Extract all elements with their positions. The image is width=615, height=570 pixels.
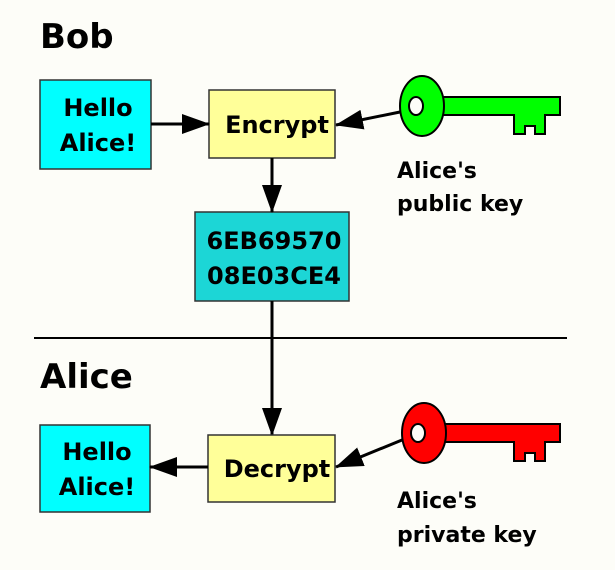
alice-plaintext-box: Hello Alice!: [39, 424, 151, 513]
decrypt-label: Decrypt: [224, 455, 331, 483]
plaintext-line: Hello: [62, 438, 131, 466]
public-key-label: Alice's: [397, 159, 477, 184]
ciphertext-line: 08E03CE4: [207, 262, 341, 290]
arrow-privatekey-to-decrypt: [335, 438, 403, 469]
plaintext-box-bg: [39, 424, 151, 513]
plaintext-box-bg: [39, 79, 152, 170]
encrypt-box: Encrypt: [208, 89, 336, 159]
ciphertext-line: 6EB69570: [207, 227, 342, 255]
plaintext-line: Hello: [63, 94, 132, 122]
private-key-icon: [401, 402, 561, 464]
encrypt-label: Encrypt: [225, 111, 329, 139]
private-key-label: Alice's: [397, 489, 477, 514]
bob-plaintext-box: Hello Alice!: [39, 79, 152, 170]
plaintext-line: Alice!: [59, 473, 135, 501]
decrypt-box: Decrypt: [207, 434, 336, 503]
plaintext-line: Alice!: [60, 129, 136, 157]
private-key-label: private key: [397, 523, 537, 548]
encrypt-box-bg: [208, 89, 336, 159]
ciphertext-box: 6EB69570 08E03CE4: [194, 211, 350, 302]
bob-heading: Bob: [40, 17, 114, 57]
public-key-icon: [399, 75, 561, 137]
public-key-label: public key: [397, 192, 523, 217]
arrow-publickey-to-encrypt: [335, 109, 401, 130]
alice-heading: Alice: [40, 357, 133, 397]
